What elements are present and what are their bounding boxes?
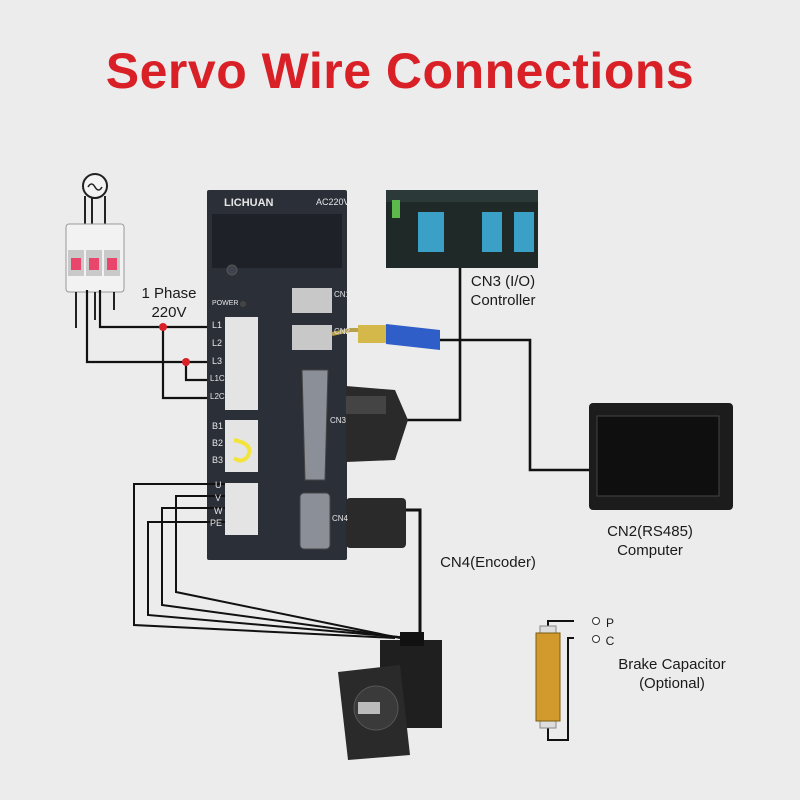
hmi-panel	[589, 403, 733, 510]
motor-wires	[133, 483, 411, 639]
servo-motor	[338, 632, 442, 760]
terminal-l2c: L2C	[210, 392, 225, 401]
power-label-line2: 220V	[151, 304, 187, 321]
cn3-connector	[346, 386, 408, 462]
cn3-label-line2: Controller	[470, 292, 536, 309]
terminal-b3: B3	[212, 455, 224, 465]
page-title: Servo Wire Connections	[105, 43, 695, 99]
terminal-u: U	[215, 480, 222, 490]
encoder-cable	[346, 498, 422, 640]
circuit-breaker	[65, 173, 125, 328]
drive-brand: LICHUAN	[224, 197, 274, 209]
terminal-l1c: L1C	[210, 374, 225, 383]
terminal-v: V	[215, 493, 222, 503]
power-label: 1 Phase 220V	[130, 284, 208, 322]
cn3-label-line1: CN3 (I/O)	[470, 273, 536, 290]
power-label-line1: 1 Phase	[141, 285, 197, 302]
terminal-l2: L2	[212, 338, 223, 348]
brake-capacitor-label-line1: Brake Capacitor	[618, 656, 726, 673]
brake-capacitor-label-line2: (Optional)	[639, 675, 705, 692]
cn3-label: CN3 (I/O) Controller	[450, 272, 556, 310]
cn2-label-line2: Computer	[617, 542, 683, 559]
terminal-w: W	[214, 506, 223, 516]
capacitor-terminal-p: P	[605, 616, 614, 630]
terminal-b2: B2	[212, 438, 224, 448]
terminal-b1: B1	[212, 421, 224, 431]
cn2-label: CN2(RS485) Computer	[592, 522, 708, 560]
port-cn2: CN2	[334, 327, 351, 336]
cn2-label-line1: CN2(RS485)	[607, 523, 693, 540]
port-cn4: CN4	[332, 514, 349, 523]
rs485-cable	[331, 324, 440, 350]
port-cn3: CN3	[330, 416, 347, 425]
terminal-pe: PE	[210, 518, 223, 528]
capacitor-terminal-c: C	[605, 634, 615, 648]
plc-controller	[386, 190, 538, 268]
power-led-label: POWER	[212, 300, 239, 307]
junction-dot	[159, 323, 167, 331]
cn4-label: CN4(Encoder)	[440, 554, 536, 571]
terminal-l3: L3	[212, 356, 223, 366]
terminal-l1: L1	[212, 320, 223, 330]
servo-drive	[207, 190, 347, 560]
drive-model: AC220V	[316, 197, 350, 207]
port-cn1: CN1	[334, 290, 351, 299]
brake-capacitor	[535, 617, 600, 741]
junction-dot	[182, 358, 190, 366]
brake-capacitor-label: Brake Capacitor (Optional)	[606, 655, 738, 693]
